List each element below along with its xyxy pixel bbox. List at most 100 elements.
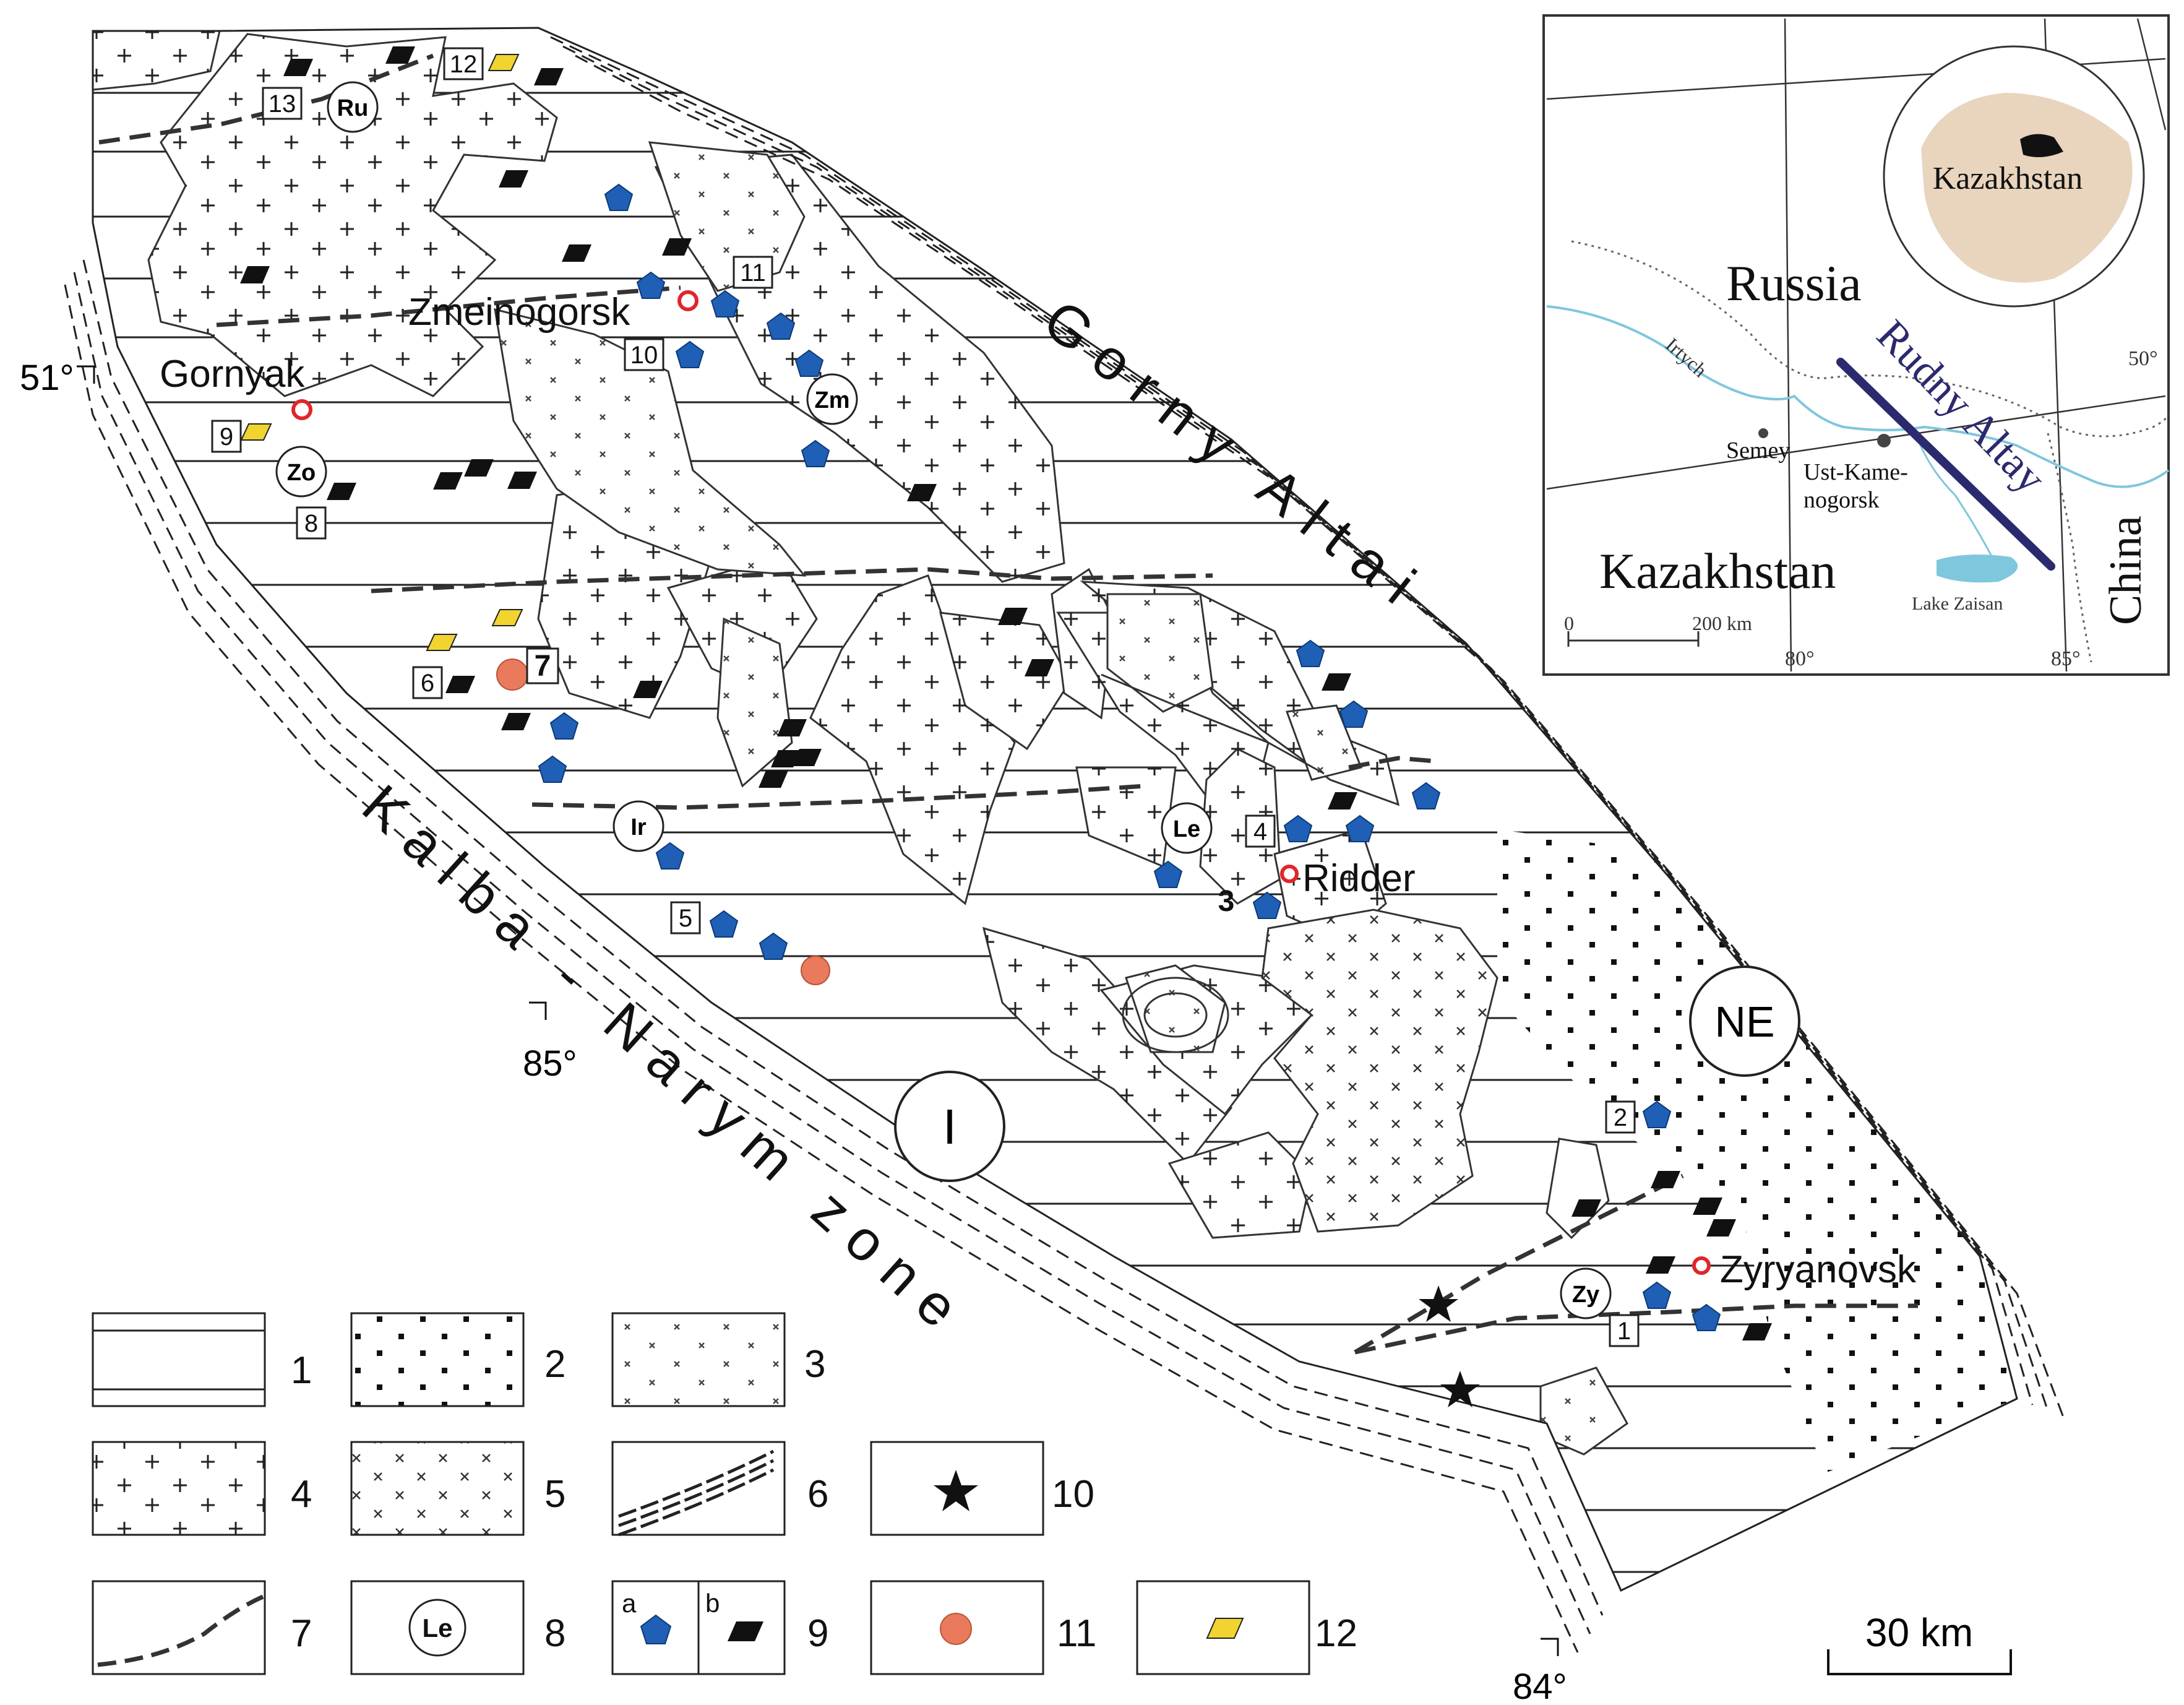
town-label-gornyak: Gornyak: [160, 353, 305, 395]
pentagon-deposit: [604, 183, 634, 211]
inset-rudny-altay-belt: [1836, 358, 2055, 571]
svg-text:12: 12: [1315, 1612, 1357, 1655]
zone-label-i: I: [943, 1099, 957, 1154]
svg-text:6: 6: [807, 1473, 828, 1516]
pentagon-deposit: [1339, 700, 1369, 728]
legend-item-9: a b 9: [611, 1580, 828, 1675]
pentagon-deposit: [1296, 639, 1325, 667]
district-label: Zm: [815, 387, 850, 413]
svg-text:0: 0: [1564, 612, 1574, 634]
parallelogram-deposit: [1693, 1198, 1722, 1215]
district-label: Ru: [337, 95, 369, 121]
inset-globe-label: Kazakhstan: [1933, 161, 2083, 196]
pentagon-deposit: [1642, 1100, 1672, 1128]
legend: 1 2 3 4 5 6 10: [92, 1312, 1357, 1675]
svg-text:nogorsk: nogorsk: [1804, 487, 1879, 513]
parallelogram-icon: [728, 1621, 763, 1641]
svg-text:1: 1: [291, 1349, 312, 1392]
district-label: Ir: [630, 814, 647, 840]
svg-text:b: b: [705, 1589, 720, 1618]
svg-text:5: 5: [679, 905, 692, 932]
inset-label-russia: Russia: [1726, 255, 1862, 311]
coord-84: 84°: [1513, 1667, 1567, 1705]
belt-boundaries: [64, 27, 2065, 1653]
svg-text:30 km: 30 km: [1865, 1610, 1973, 1655]
svg-text:9: 9: [807, 1612, 828, 1655]
parallelogram-deposit: [633, 681, 663, 698]
pentagon-deposit: [1345, 814, 1375, 842]
parallelogram-deposit: [1571, 1199, 1601, 1217]
stars: [1419, 1285, 1480, 1407]
town-label-zyryanovsk: Zyryanovsk: [1720, 1248, 1917, 1291]
inset-map: Kazakhstan Rudny Altay Semey Ust-Kame- n…: [1542, 14, 2170, 676]
inset-city-semey: Semey: [1726, 438, 1790, 464]
pentagon-deposit: [549, 712, 579, 740]
parallelogram-deposit: [1651, 1171, 1680, 1188]
town-marker-zyryanovsk: [1692, 1256, 1711, 1275]
yellow-deposit: [488, 54, 520, 71]
gold-deposit: [496, 658, 528, 691]
svg-text:85°: 85°: [2051, 647, 2081, 670]
town-label-zmeinogorsk: Zmeinogorsk: [408, 291, 630, 334]
star-icon: [1440, 1371, 1480, 1407]
svg-text:3: 3: [804, 1343, 825, 1386]
svg-text:8: 8: [304, 510, 318, 537]
parallelogram-deposit: [385, 46, 415, 64]
svg-text:2: 2: [1614, 1104, 1627, 1131]
legend-item-1: 1: [92, 1312, 312, 1407]
parallelogram-deposit: [1025, 659, 1054, 676]
legend-item-4: 4: [92, 1441, 312, 1536]
svg-text:10: 10: [630, 342, 658, 369]
yellow-deposit-icon: [1206, 1618, 1244, 1639]
svg-text:6: 6: [421, 670, 434, 697]
town-label-ridder: Ridder: [1302, 857, 1416, 900]
inset-label-kazakhstan: Kazakhstan: [1599, 543, 1836, 599]
yellow-deposit: [426, 634, 458, 651]
svg-text:4: 4: [291, 1473, 312, 1516]
deposits-gold: [496, 658, 830, 985]
svg-text:8: 8: [544, 1612, 565, 1655]
district-label: Zy: [1572, 1282, 1599, 1308]
pentagon-deposit: [538, 755, 567, 783]
pentagon-deposit: [709, 910, 739, 938]
scale-bar: 30 km: [1827, 1610, 2012, 1675]
parallelogram-deposit: [501, 713, 531, 730]
pentagon-deposit: [710, 290, 740, 317]
parallelogram-deposit: [907, 484, 937, 501]
parallelogram-deposit: [1742, 1323, 1772, 1340]
svg-text:9: 9: [220, 423, 233, 451]
star-icon: [1419, 1285, 1458, 1322]
parallelogram-deposit: [662, 238, 692, 256]
svg-text:50°: 50°: [2128, 347, 2158, 370]
inset-label-lake: Lake Zaisan: [1912, 594, 2003, 614]
coord-51: 51°: [20, 358, 74, 398]
svg-text:11: 11: [1057, 1612, 1096, 1655]
pentagon-deposit: [766, 312, 796, 340]
pentagon-deposit: [1283, 814, 1313, 842]
parallelogram-deposit: [499, 170, 528, 188]
zone-circle-ne: [1689, 965, 1800, 1077]
svg-text:80°: 80°: [1785, 647, 1815, 670]
town-marker-zmeinogorsk: [677, 290, 699, 311]
parallelogram-deposit: [327, 483, 356, 500]
legend-item-3: 3: [611, 1312, 825, 1407]
parallelogram-deposit: [445, 676, 475, 693]
parallelogram-deposit: [283, 59, 313, 76]
parallelogram-deposit: [507, 472, 537, 489]
svg-text:Le: Le: [422, 1613, 452, 1642]
pentagon-deposit: [1252, 891, 1282, 919]
parallelogram-deposit: [464, 459, 494, 477]
svg-text:200 km: 200 km: [1692, 612, 1752, 634]
pentagon-deposit: [794, 349, 824, 377]
parallelogram-deposit: [1322, 673, 1351, 691]
svg-text:4: 4: [1253, 818, 1267, 845]
deposit-numbers: 1 2 3 4 5 6 7 8 9 10 11 12 13: [211, 47, 1640, 1347]
legend-item-10: 10: [870, 1441, 1094, 1536]
parallelogram-deposit: [534, 68, 564, 85]
parallelogram-deposit: [562, 244, 591, 262]
deposit-3-bold: 3: [1218, 885, 1235, 918]
svg-text:12: 12: [450, 51, 478, 78]
svg-text:10: 10: [1052, 1473, 1094, 1516]
yellow-deposit: [491, 609, 523, 626]
